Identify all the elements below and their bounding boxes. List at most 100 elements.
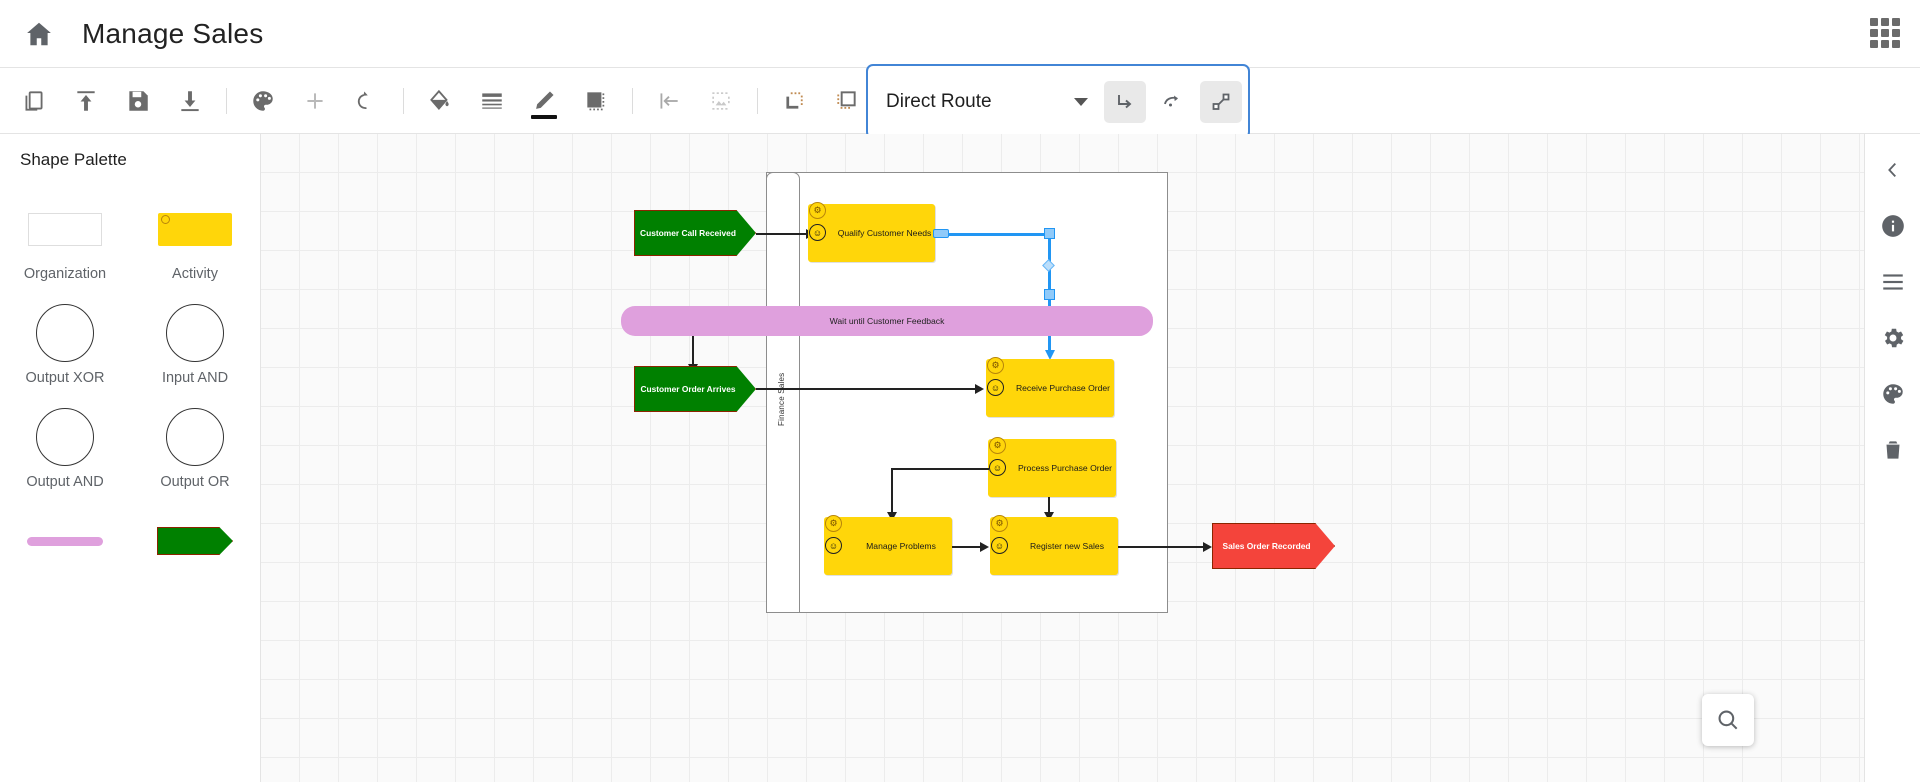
app-header: Manage Sales [0, 0, 1920, 67]
wait-band-shape-icon [27, 510, 103, 572]
palette-item-input-and[interactable]: Input AND [130, 296, 260, 392]
activity-shape-icon [158, 198, 232, 260]
download-button[interactable] [168, 79, 212, 123]
connector-line[interactable] [756, 388, 978, 390]
direct-route-button[interactable] [1200, 80, 1242, 123]
palette-item-activity[interactable]: Activity [130, 192, 260, 288]
palette-item-label: Input AND [161, 370, 229, 386]
activity-type-badge: ⚙ [989, 437, 1006, 454]
connector-arrowhead [1203, 541, 1212, 552]
activity-process-purchase-order[interactable]: Process Purchase Order [988, 439, 1116, 497]
palette-item-label: Activity [172, 266, 218, 282]
selected-connector-horizontal[interactable] [933, 233, 1053, 236]
event-customer-call-received[interactable]: Customer Call Received [634, 210, 756, 256]
copy-button[interactable] [12, 79, 56, 123]
selected-connector-arrowhead [1044, 350, 1055, 360]
connector-arrowhead [887, 512, 897, 521]
circle-shape-icon [36, 302, 94, 364]
undo-button[interactable] [345, 79, 389, 123]
apps-grid-icon[interactable] [1870, 18, 1900, 48]
chevron-down-icon [1074, 97, 1088, 106]
activity-role-badge: ☺ [991, 537, 1008, 554]
toolbar-divider [757, 87, 758, 114]
connector-line[interactable] [1118, 546, 1206, 548]
connector-line[interactable] [1048, 497, 1050, 516]
route-type-value: Direct Route [886, 90, 992, 112]
node-label: Register new Sales [1029, 541, 1105, 551]
activity-type-badge: ⚙ [991, 515, 1008, 532]
activity-type-badge: ⚙ [825, 515, 842, 532]
organization-shape-icon [28, 198, 102, 260]
node-label: Process Purchase Order [1017, 463, 1113, 473]
palette-title: Shape Palette [20, 150, 127, 169]
circle-shape-icon [166, 406, 224, 468]
palette-item-label: Output XOR [25, 370, 105, 386]
orthogonal-route-button[interactable] [1104, 80, 1146, 123]
palette-button[interactable] [241, 79, 285, 123]
event-sales-order-recorded[interactable]: Sales Order Recorded [1212, 523, 1335, 569]
settings-button[interactable] [1871, 316, 1915, 360]
toolbar-divider [632, 87, 633, 114]
delete-button[interactable] [1871, 428, 1915, 472]
activity-manage-problems[interactable]: Manage Problems [824, 517, 952, 575]
palette-item-green-arrow[interactable] [130, 504, 260, 584]
palette-item-output-or[interactable]: Output OR [130, 400, 260, 496]
palette-item-organization[interactable]: Organization [0, 192, 130, 288]
activity-role-badge: ☺ [809, 224, 826, 241]
palette-item-label: Organization [23, 266, 107, 282]
activity-role-badge: ☺ [989, 459, 1006, 476]
activity-register-new-sales[interactable]: Register new Sales [990, 517, 1118, 575]
selected-connector-bend-handle[interactable] [1044, 228, 1055, 239]
activity-role-badge: ☺ [825, 537, 842, 554]
toolbar-divider [226, 87, 227, 114]
save-button[interactable] [116, 79, 160, 123]
node-label: Manage Problems [866, 541, 936, 551]
palette-item-output-xor[interactable]: Output XOR [0, 296, 130, 392]
lane-label: Finance Sales [777, 372, 786, 426]
palette-item-wait-band[interactable] [0, 504, 130, 584]
connector-arrowhead [1044, 512, 1054, 521]
collapse-panel-button[interactable] [1871, 148, 1915, 192]
connector-line[interactable] [891, 468, 989, 470]
selected-connector-target-handle[interactable] [1044, 289, 1055, 300]
activity-qualify-customer-needs[interactable]: Qualify Customer Needs [808, 204, 935, 262]
add-button[interactable] [293, 79, 337, 123]
diagram-canvas[interactable]: Finance Sales Customer Call Received Qua… [261, 134, 1864, 782]
activity-type-badge: ⚙ [809, 202, 826, 219]
connector-arrowhead [980, 541, 989, 552]
fill-color-button[interactable] [418, 79, 462, 123]
selected-connector-source-handle[interactable] [933, 229, 949, 238]
activity-role-badge: ☺ [987, 379, 1004, 396]
activity-type-badge: ⚙ [987, 357, 1004, 374]
line-style-button[interactable] [470, 79, 514, 123]
connector-line[interactable] [891, 468, 893, 516]
upload-button[interactable] [64, 79, 108, 123]
palette-item-output-and[interactable]: Output AND [0, 400, 130, 496]
theme-button[interactable] [1871, 372, 1915, 416]
activity-receive-purchase-order[interactable]: Receive Purchase Order [986, 359, 1114, 417]
image-button[interactable] [699, 79, 743, 123]
home-icon[interactable] [22, 17, 56, 51]
connector-line[interactable] [952, 546, 986, 548]
node-label: Receive Purchase Order [1015, 383, 1111, 393]
connector-arrowhead [975, 383, 984, 394]
route-type-select[interactable]: Direct Route [868, 66, 1104, 137]
event-customer-order-arrives[interactable]: Customer Order Arrives [634, 366, 756, 412]
wait-until-customer-feedback-band[interactable]: Wait until Customer Feedback [621, 306, 1153, 336]
palette-grid: Organization Activity Output XOR Input A… [0, 192, 260, 584]
zoom-search-button[interactable] [1702, 694, 1754, 746]
connector-line[interactable] [756, 233, 808, 235]
app-body: Shape Palette Organization Activity Outp… [0, 134, 1920, 782]
pen-color-button[interactable] [522, 79, 566, 123]
curved-route-button[interactable] [1152, 81, 1194, 123]
info-button[interactable] [1871, 204, 1915, 248]
main-toolbar: Direct Route [0, 64, 1920, 139]
align-left-button[interactable] [647, 79, 691, 123]
send-to-back-button[interactable] [772, 79, 816, 123]
circle-shape-icon [166, 302, 224, 364]
bring-to-front-button[interactable] [824, 79, 868, 123]
shadow-button[interactable] [574, 79, 618, 123]
connector-line[interactable] [692, 336, 694, 368]
list-button[interactable] [1871, 260, 1915, 304]
lane-header[interactable] [766, 172, 800, 613]
